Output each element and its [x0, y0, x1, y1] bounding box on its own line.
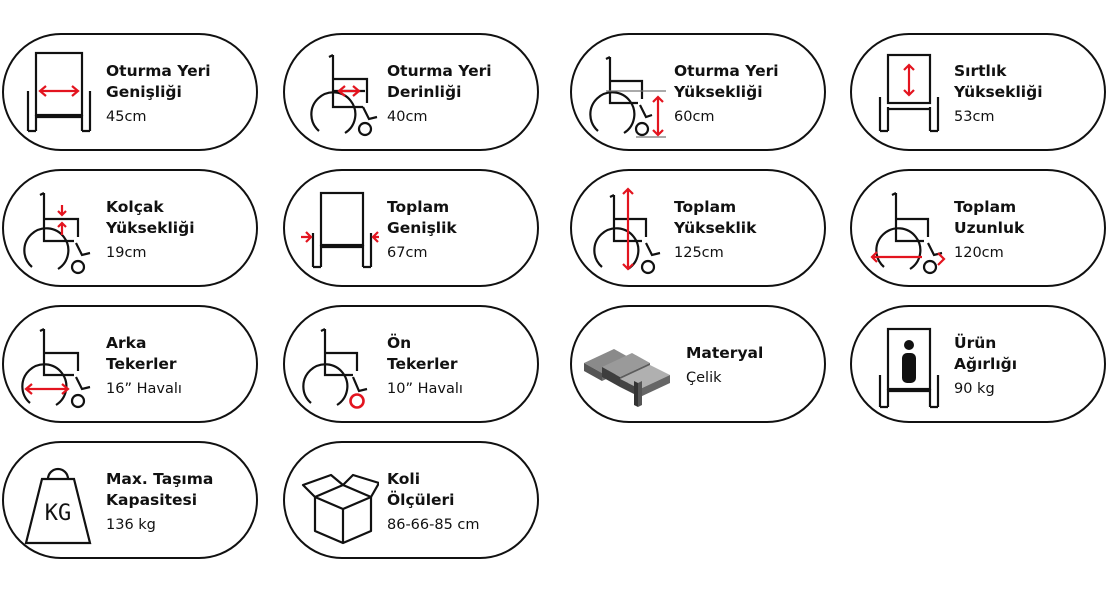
spec-value: 19cm	[106, 245, 147, 261]
backrest-height-icon	[866, 47, 946, 139]
spec-value: 45cm	[106, 109, 147, 125]
spec-value: 10” Havalı	[387, 381, 463, 397]
spec-value: 40cm	[387, 109, 428, 125]
seat-height-icon	[586, 47, 666, 139]
spec-value: 53cm	[954, 109, 995, 125]
armrest-height-icon	[18, 183, 98, 275]
spec-value: 16” Havalı	[106, 381, 182, 397]
spec-value: 120cm	[954, 245, 1004, 261]
spec-title: Materyal	[686, 344, 764, 362]
steel-beams-icon	[580, 319, 676, 411]
spec-value: 60cm	[674, 109, 715, 125]
spec-card-material: Materyal Çelik	[570, 305, 826, 423]
total-width-icon	[299, 183, 379, 275]
front-wheel-icon	[299, 319, 379, 411]
spec-value: 86-66-85 cm	[387, 517, 480, 533]
rear-wheel-icon	[18, 319, 98, 411]
spec-value: 125cm	[674, 245, 724, 261]
product-weight-icon	[866, 319, 946, 411]
box-icon	[299, 455, 379, 547]
total-length-icon	[866, 183, 946, 275]
seat-width-icon	[18, 47, 98, 139]
spec-value: Çelik	[686, 370, 722, 386]
spec-value: 90 kg	[954, 381, 995, 397]
spec-value: 136 kg	[106, 517, 156, 533]
seat-depth-icon	[299, 47, 379, 139]
kg-weight-icon: KG	[18, 455, 98, 547]
total-height-icon	[586, 183, 666, 275]
kg-label: KG	[44, 501, 72, 526]
spec-value: 67cm	[387, 245, 428, 261]
